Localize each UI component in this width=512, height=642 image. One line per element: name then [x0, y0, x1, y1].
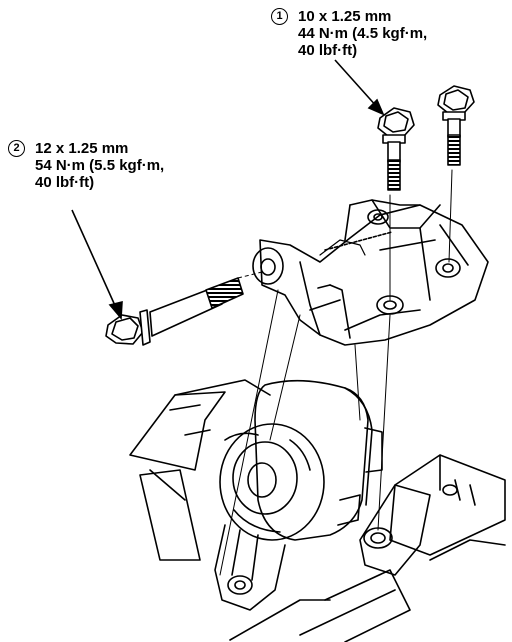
bolt-1	[377, 107, 415, 191]
bolt-2	[105, 271, 263, 346]
callout-1-bolt-size: 10 x 1.25 mm	[298, 8, 392, 25]
callout-1-arrow	[334, 59, 385, 116]
frame-rail	[129, 379, 271, 561]
callout-1-torque-metric: 44 N·m (4.5 kgf·m,	[298, 25, 428, 42]
callout-2-arrow	[71, 209, 123, 321]
side-frame	[229, 454, 506, 642]
alignment-lines	[219, 169, 453, 576]
mount-rubber-body	[219, 379, 383, 541]
mount-lower-arm	[214, 524, 286, 611]
bolt-1-second	[437, 85, 475, 166]
upper-mount-bracket	[252, 199, 489, 346]
callout-1: 1 10 x 1.25 mm 44 N·m (4.5 kgf·m, 40 lbf…	[271, 8, 427, 59]
callout-2-torque-metric: 54 N·m (5.5 kgf·m,	[35, 157, 165, 174]
callout-2: 2 12 x 1.25 mm 54 N·m (5.5 kgf·m, 40 lbf…	[8, 140, 164, 191]
callout-2-torque-imperial: 40 lbf·ft)	[35, 174, 95, 191]
lower-bracket-hole	[442, 484, 458, 496]
callout-1-number: 1	[271, 8, 288, 25]
bracket-bolt-hole	[363, 527, 393, 549]
callout-2-number: 2	[8, 140, 25, 157]
callout-2-bolt-size: 12 x 1.25 mm	[35, 140, 129, 157]
callout-1-torque-imperial: 40 lbf·ft)	[298, 42, 358, 59]
